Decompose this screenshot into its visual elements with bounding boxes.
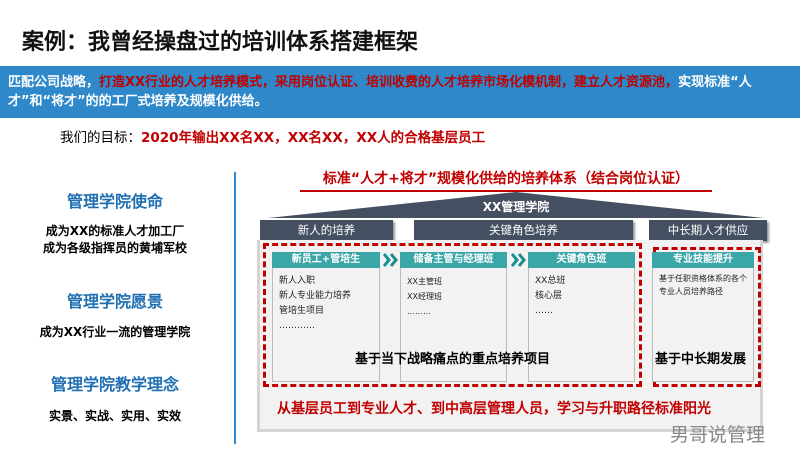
vision-line: 成为XX行业一流的管理学院 (39, 325, 191, 339)
col-header: 关键角色班 (528, 252, 635, 268)
strategy-banner: 匹配公司战略，打造XX行业的人才培养模式，采用岗位认证、培训收费的人才培养市场化… (0, 66, 800, 118)
list-item: 核心层 (535, 291, 563, 301)
list-item: 管培生项目 (279, 306, 325, 316)
chevron-right-icon (383, 253, 398, 267)
list-item: 新人专业能力培养 (279, 291, 352, 301)
tier-long-term: 中长期人才供应 (649, 220, 767, 241)
current-programs-box (263, 243, 642, 387)
list-item: 基于任职资格体系的各个专业人员培养路径 (659, 274, 747, 296)
system-title: 标准“人才+将才”规模化供给的培养体系（结合岗位认证） (300, 168, 712, 192)
goal: 我们的目标：2020年输出XX名XX，XX名XX，XX人的合格基层员工 (60, 126, 485, 146)
band-highlight: 打造XX行业的人才培养模式，采用岗位认证、培训收费的人才培养市场化模机制，建立人… (99, 75, 679, 90)
program-column: 基于任职资格体系的各个专业人员培养路径 (652, 268, 754, 382)
tier-new-hire: 新人的培养 (260, 220, 393, 241)
long-term-label: 基于中长期发展 (655, 352, 747, 367)
list-item: XX总班 (535, 276, 566, 286)
chevron-right-icon (511, 253, 526, 267)
list-item: 新人入职 (279, 276, 316, 286)
philosophy-heading: 管理学院教学理念 (50, 375, 179, 394)
list-item: …… (535, 306, 553, 316)
roof (268, 192, 764, 218)
goal-label: 我们的目标： (60, 130, 141, 146)
current-programs-label: 基于当下战略痛点的重点培养项目 (355, 352, 551, 367)
list-item: ……… (407, 307, 431, 316)
col-header: 储备主管与经理班 (400, 252, 507, 268)
list-item: ………… (279, 321, 315, 331)
band-suffix: 实现标准“人才”和“将才”的的工厂式培养及规模化供给。 (8, 75, 752, 109)
col-header: 新员工+管培生 (272, 252, 380, 268)
col-header: 专业技能提升 (652, 252, 754, 268)
program-column: 新人入职新人专业能力培养管培生项目 ………… (272, 268, 380, 382)
vision-heading: 管理学院愿景 (66, 292, 163, 311)
mission-line: 成为XX的标准人才加工厂 (45, 224, 185, 238)
philosophy-line: 实景、实战、实用、实效 (48, 409, 181, 423)
roof-label: XX管理学院 (482, 200, 550, 214)
mission-line: 成为各级指挥员的黄埔军校 (42, 241, 187, 255)
watermark: 男哥说管理 (670, 424, 766, 446)
mission-heading: 管理学院使命 (66, 192, 163, 211)
career-path-text: 从基层员工到专业人才、到中高层管理人员，学习与升职路径标准阳光 (277, 401, 711, 417)
band-prefix: 匹配公司战略， (8, 75, 100, 90)
tier-key-role: 关键角色培养 (414, 220, 633, 241)
program-column: XX主管班 XX经理班 ……… (400, 268, 507, 382)
page-title: 案例：我曾经操盘过的培训体系搭建框架 (22, 30, 419, 55)
list-item: XX经理班 (407, 292, 442, 301)
program-column: XX总班核心层 …… (528, 268, 635, 382)
divider (234, 172, 236, 444)
list-item: XX主管班 (407, 277, 442, 286)
goal-value: 2020年输出XX名XX，XX名XX，XX人的合格基层员工 (141, 130, 486, 146)
